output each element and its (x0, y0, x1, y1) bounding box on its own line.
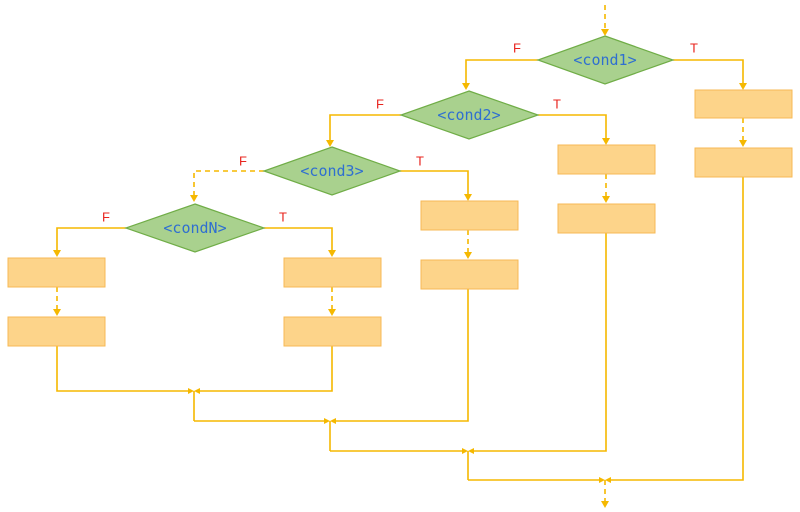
merge3-right-connector (474, 233, 607, 452)
cond1-true-step1-box (694, 89, 793, 119)
cond3-true-step1-box (420, 200, 519, 231)
decision-cond2: <cond2> (399, 90, 540, 140)
merge3-right-arrowhead (468, 448, 474, 454)
merge4-left-arrowhead (599, 477, 605, 483)
cond2-true-label: T (553, 97, 561, 112)
branch-labels: F T F T F T F T (102, 41, 698, 225)
condN-false-label: F (102, 210, 110, 225)
merge3-left-arrowhead (462, 448, 468, 454)
merge2-right-arrowhead (330, 418, 336, 424)
cond2-true-step-arrowhead (602, 196, 610, 203)
cond1-true-step2-box (694, 147, 793, 178)
condition-label: <cond1> (573, 51, 636, 69)
cond1-false-arrowhead (462, 83, 470, 90)
decision-diamond (399, 90, 540, 140)
cond2-false-connector (329, 114, 401, 141)
cond1-true-step-arrowhead (739, 140, 747, 147)
cond1-true-label: T (690, 41, 698, 56)
decision-condN: <condN> (124, 203, 266, 253)
cond1-false-connector (465, 59, 538, 84)
decision-diamond (536, 35, 675, 85)
connector-lines (56, 5, 744, 502)
condN-true-step-arrowhead (328, 309, 336, 316)
cond2-true-step2-box (557, 203, 656, 234)
arrowheads (53, 29, 747, 508)
merge1-left-connector (56, 346, 188, 392)
process-boxes (7, 89, 793, 347)
entry-arrowhead (601, 29, 609, 36)
condN-true-connector (264, 227, 333, 251)
cond3-false-arrowhead (190, 195, 198, 202)
condN-true-step1-box (283, 257, 382, 288)
cond1-true-connector (673, 59, 744, 84)
condition-label: <cond3> (300, 162, 363, 180)
condN-true-label: T (279, 210, 287, 225)
cond1-false-label: F (513, 41, 521, 56)
decision-cond1: <cond1> (536, 35, 675, 85)
merge2-right-connector (336, 289, 469, 422)
merge4-right-arrowhead (605, 477, 611, 483)
condition-label: <cond2> (437, 106, 500, 124)
cond3-true-step-arrowhead (464, 252, 472, 259)
condN-true-step2-box (283, 316, 382, 347)
cond2-false-label: F (376, 97, 384, 112)
condN-false-arrowhead (53, 250, 61, 257)
cond3-false-connector (193, 170, 264, 196)
cond3-true-connector (400, 170, 469, 195)
condN-true-arrowhead (328, 250, 336, 257)
cond2-false-arrowhead (326, 140, 334, 147)
merge2-left-arrowhead (324, 418, 330, 424)
merge1-left-arrowhead (188, 388, 194, 394)
condN-false-step1-box (7, 257, 106, 288)
condN-false-step-arrowhead (53, 309, 61, 316)
exit-arrowhead (601, 501, 609, 508)
cond3-false-label: F (239, 154, 247, 169)
cond2-true-connector (538, 114, 607, 139)
condN-false-connector (56, 227, 126, 251)
condN-false-step2-box (7, 316, 106, 347)
decision-diamond (124, 203, 266, 253)
decision-cond3: <cond3> (262, 146, 402, 196)
merge1-right-arrowhead (194, 388, 200, 394)
cond2-true-step1-box (557, 144, 656, 175)
cond1-true-arrowhead (739, 83, 747, 90)
cond2-true-arrowhead (602, 138, 610, 145)
condition-label: <condN> (163, 219, 226, 237)
cond3-true-arrowhead (464, 194, 472, 201)
merge1-right-connector (200, 346, 333, 392)
cond3-true-label: T (416, 154, 424, 169)
cond3-true-step2-box (420, 259, 519, 290)
merge4-right-connector (611, 177, 744, 481)
decision-diamond (262, 146, 402, 196)
